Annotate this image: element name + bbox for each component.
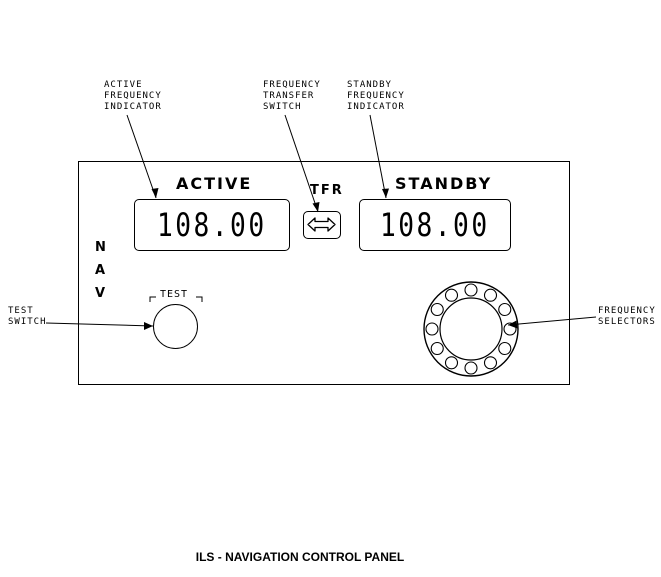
nav-letter-n: N	[95, 240, 106, 255]
nav-letter-a: A	[95, 263, 106, 278]
nav-letter-v: V	[95, 286, 106, 301]
callout-standby-frequency-indicator: STANDBY FREQUENCY INDICATOR	[347, 80, 405, 112]
double-arrow-icon	[307, 217, 336, 232]
test-label: TEST	[160, 289, 189, 300]
standby-frequency-display: 108.00	[359, 199, 511, 251]
test-switch-button[interactable]	[153, 304, 198, 349]
active-frequency-value: 108.00	[157, 206, 267, 244]
active-label: ACTIVE	[176, 174, 253, 193]
tfr-label: TFR	[310, 183, 344, 198]
callout-active-frequency-indicator: ACTIVE FREQUENCY INDICATOR	[104, 80, 162, 112]
diagram-caption: ILS - NAVIGATION CONTROL PANEL	[195, 550, 405, 564]
callout-frequency-transfer-switch: FREQUENCY TRANSFER SWITCH	[263, 80, 321, 112]
nav-control-panel	[78, 161, 570, 385]
standby-frequency-value: 108.00	[380, 206, 490, 244]
standby-label: STANDBY	[395, 174, 493, 193]
active-frequency-display: 108.00	[134, 199, 290, 251]
callout-frequency-selectors: FREQUENCY SELECTORS	[598, 306, 656, 327]
frequency-transfer-button[interactable]	[303, 211, 341, 239]
callout-test-switch: TEST SWITCH	[8, 306, 47, 327]
